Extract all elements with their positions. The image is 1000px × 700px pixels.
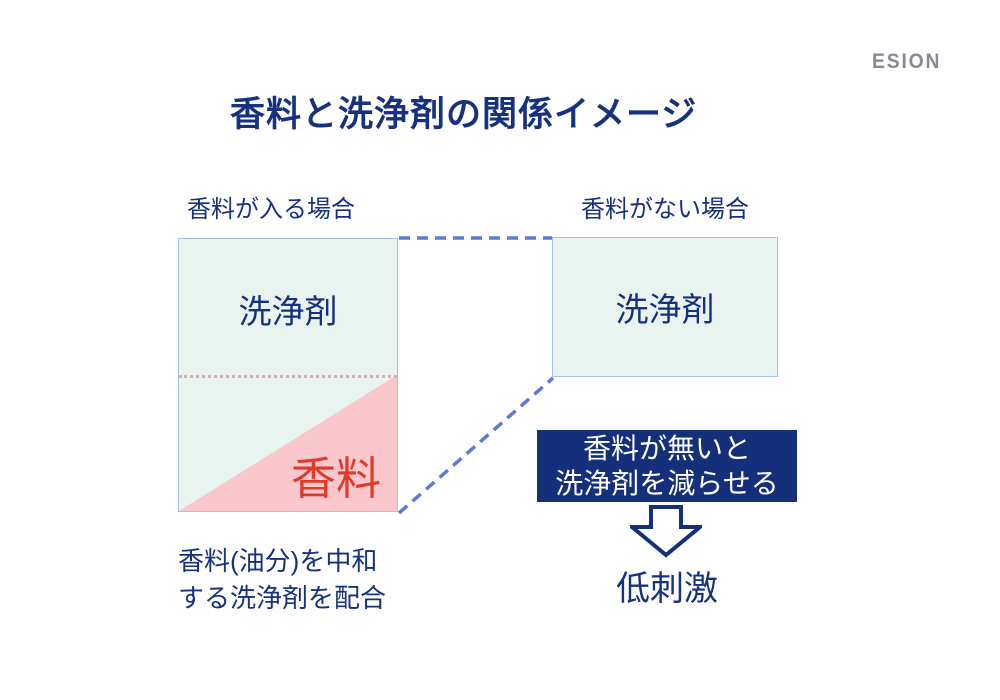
fragrance-divider-line	[179, 375, 397, 378]
fragrance-label: 香料	[290, 453, 381, 504]
bottom-note: 香料(油分)を中和 する洗浄剤を配合	[178, 543, 386, 617]
bottom-note-line-1: 香料(油分)を中和	[178, 546, 378, 576]
left-detergent-zone: 洗浄剤	[179, 239, 397, 378]
right-mix-box: 洗浄剤	[552, 237, 778, 377]
down-arrow-icon	[630, 505, 702, 558]
left-case-label: 香料が入る場合	[187, 196, 355, 223]
result-label: 低刺激	[616, 570, 718, 608]
left-detergent-label: 洗浄剤	[238, 292, 338, 330]
callout-badge: 香料が無いと 洗浄剤を減らせる	[537, 430, 797, 502]
brand-logo: ESION	[872, 50, 942, 73]
fragrance-triangle	[179, 375, 397, 511]
callout-line-1: 香料が無いと	[582, 433, 751, 464]
bottom-note-line-2: する洗浄剤を配合	[178, 583, 387, 613]
left-mix-box: 洗浄剤 香料	[178, 238, 398, 512]
callout-line-2: 洗浄剤を減らせる	[555, 468, 779, 499]
page-title: 香料と洗浄剤の関係イメージ	[230, 95, 698, 134]
right-detergent-zone: 洗浄剤	[553, 238, 777, 376]
right-detergent-label: 洗浄剤	[615, 291, 715, 328]
connector-line-diagonal	[397, 376, 555, 515]
right-case-label: 香料がない場合	[581, 196, 749, 223]
